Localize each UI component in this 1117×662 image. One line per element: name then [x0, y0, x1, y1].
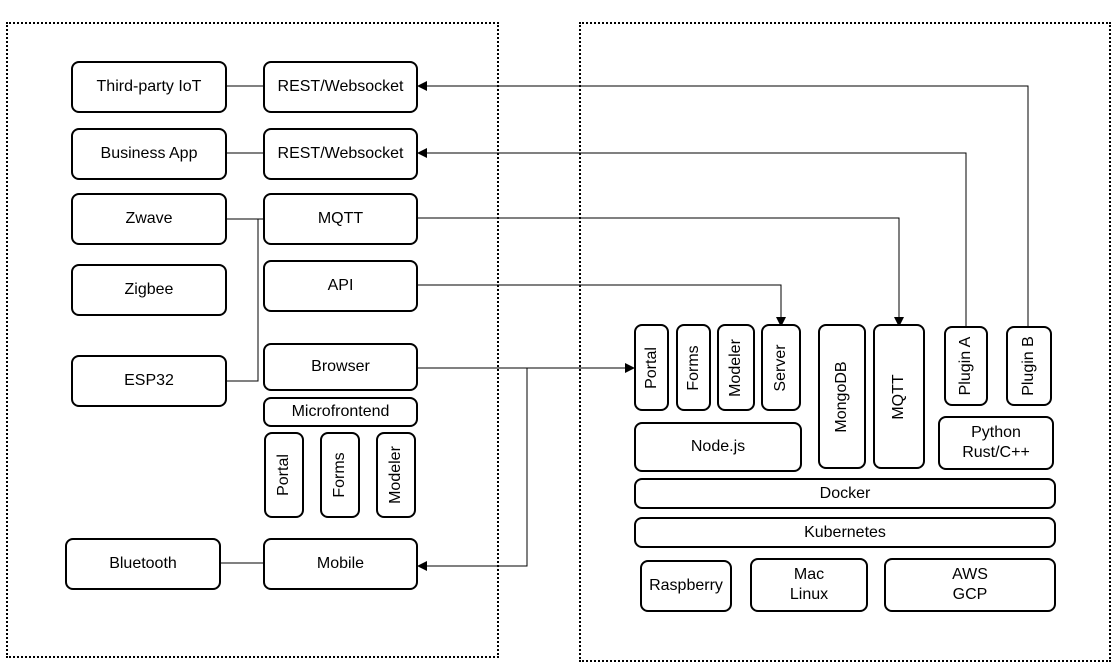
service-forms: Forms — [676, 324, 711, 411]
client-side-frame — [6, 22, 499, 658]
interface-api: API — [263, 260, 418, 312]
service-modeler: Modeler — [717, 324, 755, 411]
device-esp32: ESP32 — [71, 355, 227, 407]
host-aws-gcp: AWS GCP — [884, 558, 1056, 612]
device-third-party-iot: Third-party IoT — [71, 61, 227, 113]
frontend-portal: Portal — [264, 432, 304, 518]
interface-browser: Browser — [263, 343, 418, 391]
interface-microfrontend: Microfrontend — [263, 397, 418, 427]
frontend-forms: Forms — [320, 432, 360, 518]
host-raspberry: Raspberry — [640, 560, 732, 612]
service-server: Server — [761, 324, 801, 411]
service-portal: Portal — [634, 324, 669, 411]
frontend-modeler: Modeler — [376, 432, 416, 518]
host-mac-linux: Mac Linux — [750, 558, 868, 612]
plugin-b: Plugin B — [1006, 326, 1052, 406]
datastore-mongodb: MongoDB — [818, 324, 866, 469]
interface-rest-websocket-1: REST/Websocket — [263, 61, 418, 113]
broker-mqtt: MQTT — [873, 324, 925, 469]
device-zigbee: Zigbee — [71, 264, 227, 316]
device-zwave: Zwave — [71, 193, 227, 245]
layer-kubernetes: Kubernetes — [634, 517, 1056, 548]
interface-mqtt: MQTT — [263, 193, 418, 245]
interface-rest-websocket-2: REST/Websocket — [263, 128, 418, 180]
runtime-nodejs: Node.js — [634, 422, 802, 472]
device-bluetooth: Bluetooth — [65, 538, 221, 590]
layer-docker: Docker — [634, 478, 1056, 509]
interface-mobile: Mobile — [263, 538, 418, 590]
device-business-app: Business App — [71, 128, 227, 180]
plugin-a: Plugin A — [944, 326, 988, 406]
runtime-python-rust: Python Rust/C++ — [938, 416, 1054, 470]
